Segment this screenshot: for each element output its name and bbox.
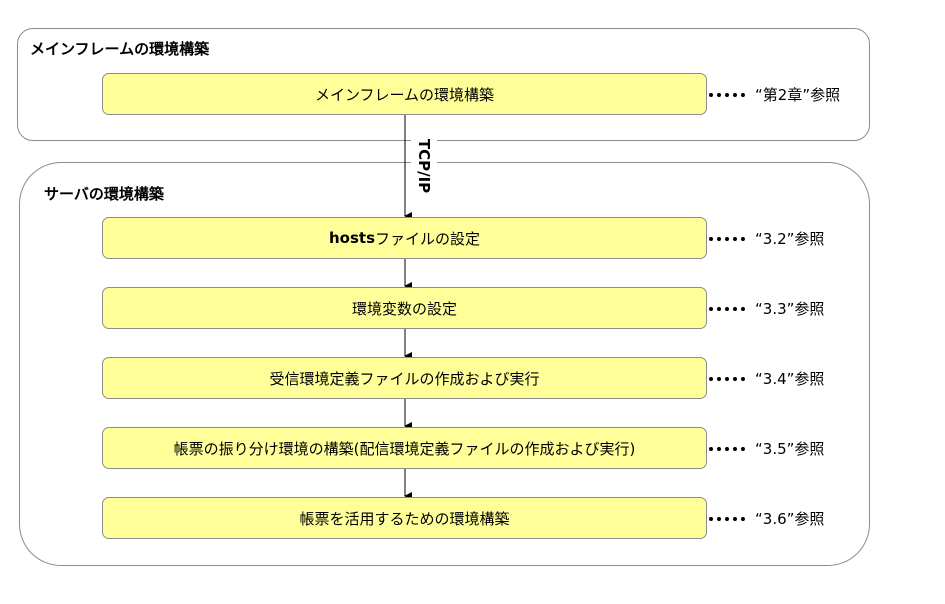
dotted-leader (709, 447, 745, 451)
ref-hosts-file-text: “3.2”参照 (755, 229, 825, 248)
step-utilization-environment: 帳票を活用するための環境構築 (102, 497, 707, 539)
step-distribution-environment: 帳票の振り分け環境の構築(配信環境定義ファイルの作成および実行) (102, 427, 707, 469)
dotted-leader (709, 517, 745, 521)
step-hosts-file-bold-label: hosts (328, 229, 375, 247)
step-env-variables-label: 環境変数の設定 (351, 299, 457, 318)
step-env-variables: 環境変数の設定 (102, 287, 707, 329)
step-hosts-file-label: ファイルの設定 (375, 229, 481, 248)
mainframe-panel-title: メインフレームの環境構築 (30, 40, 210, 58)
ref-distribution-environment-text: “3.5”参照 (755, 439, 825, 458)
step-mainframe-setup-label: メインフレームの環境構築 (314, 85, 495, 104)
ref-distribution-environment: “3.5”参照 (707, 427, 824, 469)
dotted-leader (709, 377, 745, 381)
step-distribution-environment-label: 帳票の振り分け環境の構築(配信環境定義ファイルの作成および実行) (173, 439, 636, 458)
step-receive-definition-label: 受信環境定義ファイルの作成および実行 (269, 369, 540, 388)
ref-utilization-environment: “3.6”参照 (707, 497, 824, 539)
ref-receive-definition: “3.4”参照 (707, 357, 824, 399)
ref-mainframe-setup: “第2章”参照 (707, 73, 840, 115)
ref-receive-definition-text: “3.4”参照 (755, 369, 825, 388)
step-receive-definition: 受信環境定義ファイルの作成および実行 (102, 357, 707, 399)
ref-env-variables: “3.3”参照 (707, 287, 824, 329)
ref-mainframe-setup-text: “第2章”参照 (755, 85, 841, 104)
ref-hosts-file: “3.2”参照 (707, 217, 824, 259)
ref-utilization-environment-text: “3.6”参照 (755, 509, 825, 528)
dotted-leader (709, 307, 745, 311)
step-utilization-environment-label: 帳票を活用するための環境構築 (299, 509, 510, 528)
dotted-leader (709, 93, 745, 97)
dotted-leader (709, 237, 745, 241)
server-panel-title: サーバの環境構築 (44, 185, 164, 203)
step-mainframe-setup: メインフレームの環境構築 (102, 73, 707, 115)
tcpip-connection-label: TCP/IP (411, 122, 437, 210)
tcpip-label-text: TCP/IP (415, 138, 434, 194)
ref-env-variables-text: “3.3”参照 (755, 299, 825, 318)
